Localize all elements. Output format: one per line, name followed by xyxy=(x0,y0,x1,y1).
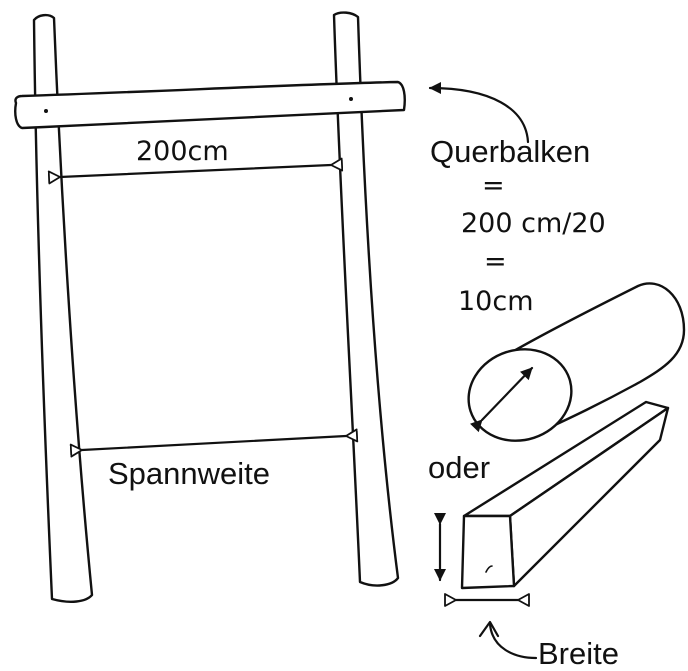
result-text: 10cm xyxy=(458,286,534,317)
equals-sign-2: = xyxy=(484,246,507,277)
width-label: Breite xyxy=(538,636,619,671)
crossbar-right-nail xyxy=(349,97,353,101)
crossbar-left-nail xyxy=(44,109,48,113)
right-post xyxy=(332,11,400,587)
width-pointer-head xyxy=(478,620,500,638)
top-dimension-label: 200cm xyxy=(136,136,229,167)
top-dimension-arrow xyxy=(47,157,344,185)
crossbar-pointer-arrow xyxy=(428,82,530,144)
crossbar-beam xyxy=(14,80,406,130)
or-label: oder xyxy=(428,450,490,485)
round-log xyxy=(467,282,686,442)
equals-sign-1: = xyxy=(482,170,505,201)
diameter-arrow xyxy=(470,366,534,433)
formula-text: 200 cm/20 xyxy=(461,208,606,239)
crossbar-label: Querbalken xyxy=(430,134,590,169)
square-beam xyxy=(460,400,670,590)
width-pointer-arrow xyxy=(488,622,538,660)
span-label: Spannweite xyxy=(108,456,270,491)
span-arrow xyxy=(69,428,359,458)
